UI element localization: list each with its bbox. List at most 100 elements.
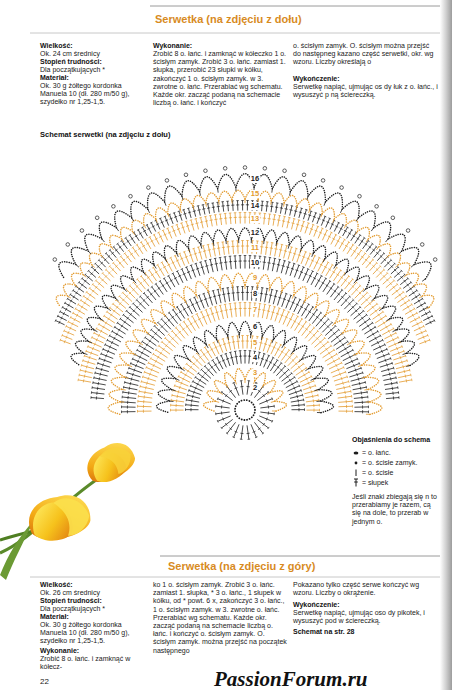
stitch-crossbar [83, 379, 85, 382]
chain-loop [362, 365, 375, 377]
stitch-crossbar [136, 285, 138, 287]
stitch-crossbar [293, 253, 296, 255]
stitch-crossbar [393, 396, 394, 399]
stitch-crossbar [246, 340, 249, 341]
stitch-crossbar [423, 308, 425, 311]
stitch-crossbar [234, 217, 237, 218]
stitch-crossbar [192, 270, 195, 271]
stitch-crossbar [98, 334, 99, 337]
stitch-top-bar [296, 356, 298, 358]
stitch-top-bar [204, 365, 206, 367]
single-crochet-stitch [154, 264, 157, 268]
single-crochet-stitch [323, 314, 326, 318]
chart-round [108, 273, 382, 414]
stitch-crossbar [144, 395, 145, 398]
stitch-top-bar [231, 240, 234, 241]
stitch-top-bar [313, 327, 315, 329]
double-crochet-stitch [391, 267, 398, 274]
double-crochet-stitch [98, 363, 110, 367]
stitch-crossbar [223, 418, 224, 421]
stitch-top-bar [91, 386, 92, 389]
stitch-top-bar [174, 384, 176, 386]
stitch-crossbar [331, 356, 333, 359]
double-crochet-stitch [81, 300, 90, 306]
stitch-crossbar [294, 210, 297, 212]
stitch-crossbar [243, 308, 246, 309]
chart-round [60, 213, 430, 344]
double-crochet-stitch [153, 267, 160, 278]
stitch-crossbar [183, 308, 186, 310]
double-crochet-stitch [180, 254, 185, 266]
double-crochet-stitch [373, 345, 385, 351]
double-crochet-stitch [205, 216, 207, 227]
stitch-top-bar [188, 389, 190, 391]
double-crochet-stitch [230, 213, 232, 224]
stitch-top-bar [122, 292, 124, 294]
stitch-top-bar [285, 293, 287, 295]
double-crochet-stitch [190, 299, 196, 312]
stitch-crossbar [341, 377, 343, 380]
stitch-top-bar [275, 342, 277, 343]
double-crochet-stitch [141, 382, 155, 386]
double-crochet-stitch [332, 372, 345, 377]
stitch-top-bar [380, 335, 381, 337]
stitch-crossbar [337, 293, 339, 295]
stitch-top-bar [129, 306, 131, 308]
stitch-crossbar [151, 368, 152, 371]
double-crochet-stitch [287, 314, 293, 327]
stitch-crossbar [370, 329, 372, 332]
stitch-top-bar [317, 225, 319, 227]
chain-loop [214, 380, 226, 392]
stitch-top-bar [139, 296, 141, 298]
stitch-crossbar [232, 292, 235, 293]
stitch-top-bar [187, 394, 189, 397]
double-crochet-stitch [218, 340, 223, 352]
stitch-crossbar [304, 374, 306, 377]
stitch-top-bar [397, 266, 399, 268]
stitch-top-bar [266, 201, 269, 202]
stitch-crossbar [180, 258, 183, 259]
stitch-top-bar [411, 303, 412, 305]
double-crochet-stitch [394, 271, 401, 278]
stitch-crossbar [387, 368, 389, 371]
stitch-top-bar [390, 357, 392, 359]
stitch-top-bar [216, 357, 218, 358]
stitch-crossbar [319, 232, 322, 233]
double-crochet-stitch [348, 282, 357, 292]
double-crochet-stitch [178, 376, 190, 382]
stitch-crossbar [372, 265, 374, 267]
double-crochet-stitch [99, 358, 111, 362]
stitch-top-bar [393, 280, 395, 282]
chart-round [216, 381, 275, 440]
stitch-crossbar [234, 308, 237, 309]
stitch-crossbar [163, 348, 165, 351]
stitch-top-bar [259, 212, 262, 213]
stitch-top-bar [233, 436, 235, 438]
stitch-top-bar [212, 342, 214, 343]
stitch-crossbar [383, 275, 385, 277]
double-crochet-stitch [303, 386, 315, 390]
stitch-top-bar [400, 287, 402, 289]
double-crochet-stitch [273, 215, 275, 226]
stitch-crossbar [223, 343, 226, 345]
chain-loop [264, 380, 276, 392]
stitch-crossbar [326, 285, 329, 287]
stitch-crossbar [190, 408, 191, 411]
stitch-crossbar [332, 271, 335, 273]
stitch-crossbar [159, 236, 162, 237]
double-crochet-stitch [247, 336, 248, 349]
stitch-crossbar [297, 399, 299, 402]
double-crochet-stitch [359, 238, 365, 246]
double-crochet-stitch [176, 381, 188, 386]
stitch-top-bar [124, 253, 126, 255]
stitch-crossbar [274, 295, 277, 297]
double-crochet-stitch [339, 239, 345, 248]
stitch-crossbar [311, 260, 314, 261]
stitch-top-bar [401, 270, 403, 272]
double-crochet-stitch [162, 262, 168, 273]
chain-loop [275, 401, 287, 411]
stitch-top-bar [280, 362, 282, 364]
stitch-crossbar [149, 373, 150, 376]
double-crochet-stitch [245, 213, 246, 224]
stitch-crossbar [386, 363, 388, 366]
